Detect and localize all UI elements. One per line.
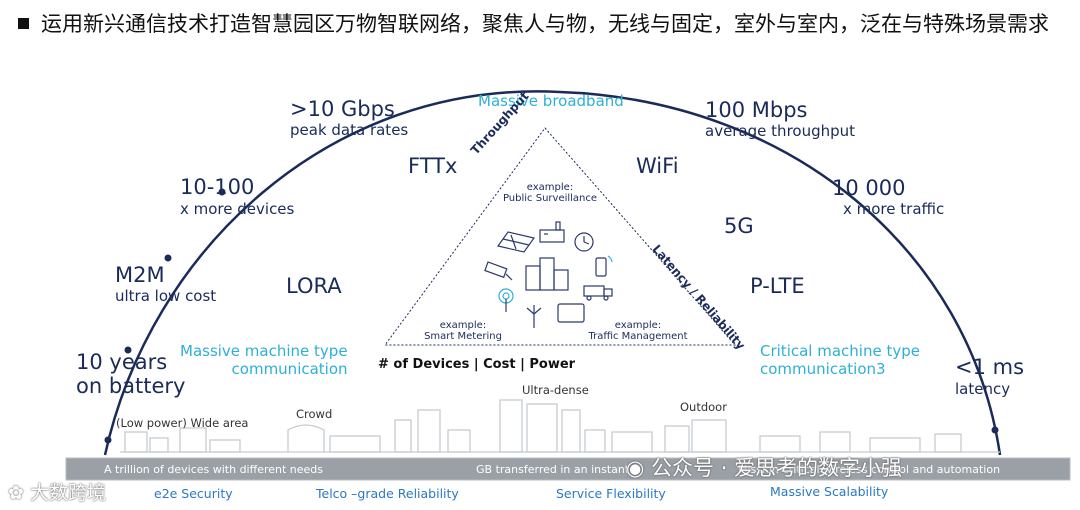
example-smart-metering: example: Smart Metering <box>418 320 508 342</box>
chat-bubble-icon: ✿ <box>8 482 24 504</box>
avg-throughput-value: 100 Mbps <box>705 98 808 122</box>
clock-icon <box>574 232 594 252</box>
example-label: example: <box>526 182 574 193</box>
battery-line1: 10 years <box>76 350 168 374</box>
scene-wide-area: (Low power) Wide area <box>116 416 249 430</box>
tech-wifi: WiFi <box>636 154 679 178</box>
devices-value: 10-100 <box>180 175 255 199</box>
city-building-icon <box>525 257 569 291</box>
peak-rate-value: >10 Gbps <box>290 97 395 121</box>
band-text-center: GB transferred in an instant <box>476 463 630 476</box>
arc-marker <box>164 254 172 262</box>
massive-broadband-label: Massive broadband <box>478 92 624 110</box>
peak-rate-desc: peak data rates <box>290 121 409 139</box>
service-triangle <box>384 127 737 346</box>
scene-ultra-dense: Ultra-dense <box>522 383 589 397</box>
city-skyline <box>120 399 1000 453</box>
tech-5g: 5G <box>724 214 754 238</box>
watermark-right-text: 公众号 · 爱思考的数字小强 <box>651 456 903 480</box>
traffic-desc: x more traffic <box>843 200 945 218</box>
capability-band <box>65 457 1071 481</box>
devices-cost-power-label: # of Devices | Cost | Power <box>378 357 576 372</box>
latency-desc: latency <box>955 380 1011 398</box>
arc-marker <box>991 426 999 434</box>
footer-service-flexibility: Service Flexibility <box>556 486 666 501</box>
m2m-value: M2M <box>115 263 165 287</box>
tech-lora: LORA <box>286 274 342 298</box>
example-label: example: <box>614 320 662 331</box>
watermark-right: ◉ 公众号 · 爱思考的数字小强 <box>626 452 902 482</box>
example-public-surveillance: example: Public Surveillance <box>500 182 600 204</box>
critical-mtc-label: Critical machine type communication3 <box>760 342 920 378</box>
critical-mtc-line1: Critical machine type <box>760 342 920 360</box>
m2m-desc: ultra low cost <box>115 287 217 305</box>
footer-massive-scalability: Massive Scalability <box>770 484 889 499</box>
tech-plte: P-LTE <box>750 274 805 298</box>
example-text: Traffic Management <box>588 331 688 342</box>
massive-mtc-line2: communication <box>231 360 348 378</box>
wind-turbine-icon <box>526 305 542 328</box>
arc-marker <box>218 188 226 196</box>
meter-signal-icon <box>498 288 514 312</box>
battery-line2: on battery <box>76 374 186 398</box>
example-text: Smart Metering <box>424 331 502 342</box>
tablet-icon <box>557 303 585 323</box>
truck-icon <box>583 285 613 301</box>
capability-arc <box>103 90 1002 456</box>
factory-icon <box>539 221 565 243</box>
wechat-icon: ◉ <box>626 456 645 480</box>
latency-value: <1 ms <box>955 355 1025 379</box>
square-bullet-icon <box>18 18 29 29</box>
critical-mtc-line2: communication3 <box>760 360 886 378</box>
smartphone-signal-icon <box>595 255 613 277</box>
massive-mtc-label: Massive machine type communication <box>180 342 348 378</box>
arc-marker <box>124 346 132 354</box>
traffic-value: 10 000 <box>832 176 906 200</box>
camera-icon <box>484 261 513 281</box>
watermark-left-text: 大数跨境 <box>29 482 106 504</box>
scene-outdoor: Outdoor <box>680 400 727 414</box>
page-title: 运用新兴通信技术打造智慧园区万物智联网络，聚焦人与物，无线与固定，室外与室内，泛… <box>18 10 1068 38</box>
scene-crowd: Crowd <box>296 407 333 421</box>
example-label: example: <box>439 320 487 331</box>
band-text-left: A trillion of devices with different nee… <box>104 463 324 476</box>
arc-marker <box>104 436 112 444</box>
devices-desc: x more devices <box>180 200 295 218</box>
solar-panel-icon <box>496 231 536 253</box>
watermark-left: ✿ 大数跨境 <box>8 478 106 505</box>
footer-telco-reliability: Telco –grade Reliability <box>316 486 459 501</box>
massive-mtc-line1: Massive machine type <box>180 342 348 360</box>
tech-fttx: FTTx <box>408 154 458 178</box>
avg-throughput-desc: average throughput <box>705 122 856 140</box>
footer-e2e-security: e2e Security <box>154 486 233 501</box>
battery-label: 10 years on battery <box>76 350 185 398</box>
example-text: Public Surveillance <box>502 193 598 204</box>
example-traffic-management: example: Traffic Management <box>586 320 690 342</box>
band-text-right: Mission-critical wireless control and au… <box>738 463 1001 476</box>
page-title-text: 运用新兴通信技术打造智慧园区万物智联网络，聚焦人与物，无线与固定，室外与室内，泛… <box>41 12 1049 36</box>
